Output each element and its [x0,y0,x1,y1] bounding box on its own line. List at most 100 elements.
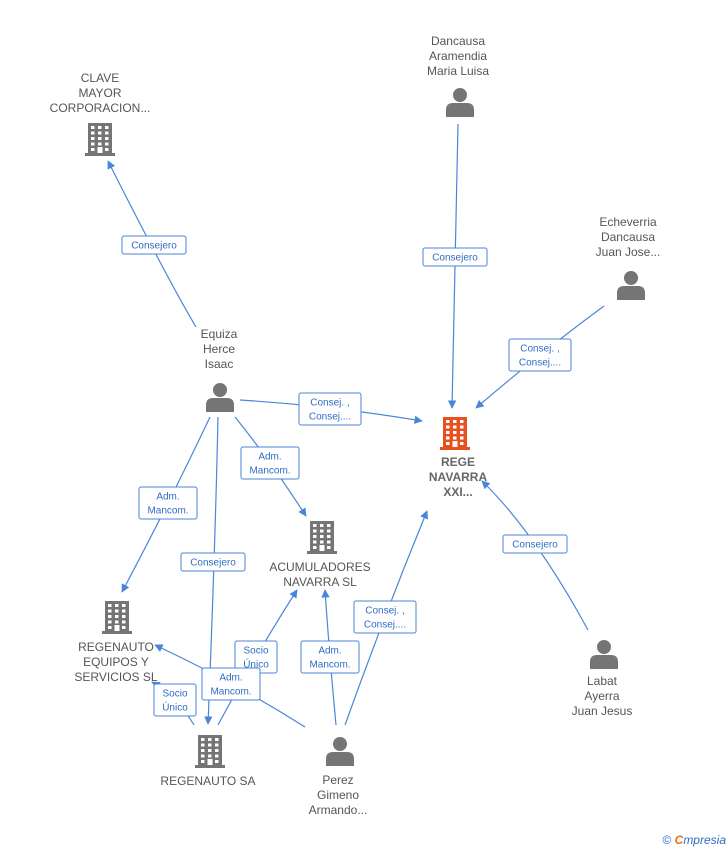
node-label: NAVARRA SL [283,575,357,589]
copyright-icon: © [662,833,672,847]
node-label: Equiza [201,327,238,341]
node-label: CORPORACION... [50,101,151,115]
relation-label-box [300,640,360,674]
node-label: REGENAUTO SA [160,774,255,788]
relation-label-text: Socio [243,646,268,657]
node-label: CLAVE [81,71,119,85]
brand-name: mpresia [683,833,726,847]
building-icon [195,735,225,768]
person-icon [206,383,234,412]
building-icon [102,601,132,634]
node-label: Ayerra [584,689,619,703]
node-label: Dancausa [431,34,485,48]
building-icon [85,123,115,156]
relation-label-box [298,392,362,426]
node-label: SERVICIOS SL [74,670,157,684]
node-label: NAVARRA [429,470,488,484]
node-label: EQUIPOS Y [83,655,149,669]
relation-label-text: Consej. , [310,398,349,409]
relation-label-text: Consejero [512,540,558,551]
relation-label[interactable]: Adm. Mancom. [240,446,300,480]
relation-label-box [353,600,417,634]
relation-label-text: Adm. [219,673,242,684]
edge-equiza-to-clave [107,160,197,328]
node-label: Juan Jesus [572,704,633,718]
node-label: Perez [322,773,353,787]
empresia-watermark[interactable]: © Cmpresia [662,833,726,847]
relation-label[interactable]: Consej. , Consej.... [508,338,572,372]
relation-label-text: Mancom. [309,660,350,671]
person-icon [590,640,618,669]
person-icon [617,271,645,300]
relation-label-box [502,534,568,554]
relation-label-text: Mancom. [147,506,188,517]
relation-label-text: Adm. [318,646,341,657]
relation-label-box [121,235,187,255]
relation-label-text: Consej.... [364,620,406,631]
relation-label-box [240,446,300,480]
relation-label[interactable]: Adm. Mancom. [300,640,360,674]
relation-label-text: Único [162,701,188,714]
relation-label-box [153,683,197,717]
relation-label-box [180,552,246,572]
relation-label-box [422,247,488,267]
node-label: Gimeno [317,788,359,802]
relation-label-text: Mancom. [210,687,251,698]
node-label: Maria Luisa [427,64,489,78]
relation-label[interactable]: Consejero [180,552,246,572]
relation-label-text: Consej. , [365,606,404,617]
node-label: REGE [441,455,475,469]
person-icon [446,88,474,117]
node-label: MAYOR [78,86,121,100]
relation-label-text: Único [243,658,269,671]
node-label: Juan Jose... [596,245,661,259]
node-label: ACUMULADORES [269,560,370,574]
node-label: Dancausa [601,230,655,244]
relation-label-text: Consej.... [309,412,351,423]
node-label: Isaac [205,357,234,371]
node-label: Armando... [309,803,368,817]
company-node-rege[interactable]: REGENAVARRAXXI... [429,417,488,499]
relation-label-text: Consej.... [519,358,561,369]
node-label: Echeverria [599,215,657,229]
relation-label[interactable]: Consej. , Consej.... [353,600,417,634]
relation-label-box [508,338,572,372]
relation-label-box [138,486,198,520]
node-label: Labat [587,674,618,688]
building-icon [440,417,470,450]
brand-letter: C [674,833,684,847]
relation-label-text: Mancom. [249,466,290,477]
node-label: Aramendia [429,49,487,63]
relation-label[interactable]: Consejero [121,235,187,255]
relation-label[interactable]: Consejero [502,534,568,554]
relation-label-text: Consejero [131,241,177,252]
company-node-regsa[interactable]: REGENAUTO SA [160,735,256,788]
person-node-perez[interactable]: PerezGimenoArmando... [309,737,368,817]
node-label: Herce [203,342,235,356]
relation-label-box [201,667,261,701]
relation-label-text: Consejero [432,253,478,264]
node-label: XXI... [443,485,472,499]
company-node-clave[interactable]: CLAVEMAYORCORPORACION... [50,71,151,156]
relation-label-text: Consej. , [520,344,559,355]
building-icon [307,521,337,554]
relation-label[interactable]: Adm. Mancom. [201,667,261,701]
relation-label[interactable]: Consejero [422,247,488,267]
relation-label[interactable]: Adm. Mancom. [138,486,198,520]
relation-label[interactable]: Consej. , Consej.... [298,392,362,426]
relation-label-text: Consejero [190,558,236,569]
relation-label-text: Socio [162,689,187,700]
node-label: REGENAUTO [78,640,154,654]
edge-labat-to-rege [481,480,589,631]
relation-label-text: Adm. [258,452,281,463]
relation-label-text: Adm. [156,492,179,503]
